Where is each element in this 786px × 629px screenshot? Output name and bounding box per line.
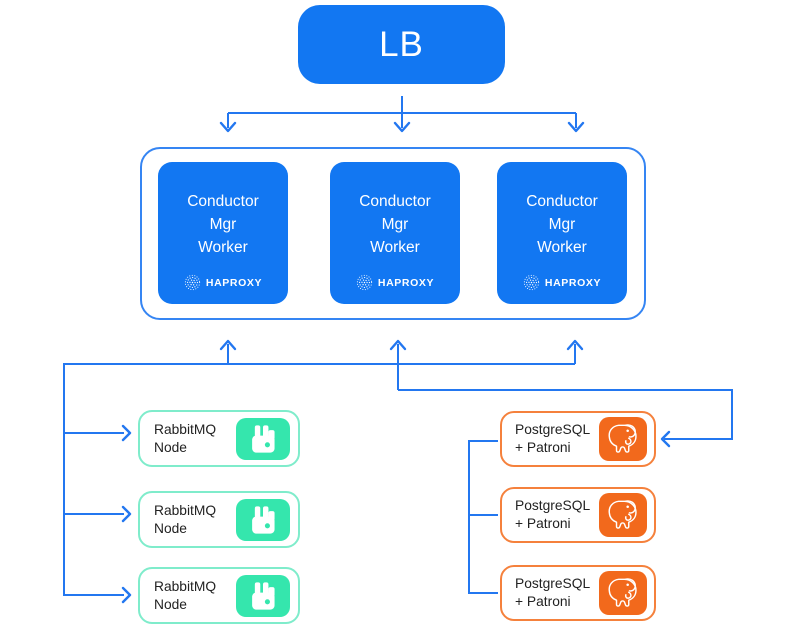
conductor-label-line: Conductor (187, 193, 259, 210)
lb-fanout-arrows (219, 96, 585, 133)
haproxy-logo: HAPROXY (523, 274, 601, 291)
rabbitmq-node-2: RabbitMQ Node (138, 491, 300, 548)
haproxy-dot-sphere-icon (184, 274, 201, 291)
postgresql-icon (599, 571, 647, 615)
conductor-node-1: Conductor Mgr Worker HAPROXY (158, 162, 288, 304)
postgres-node-2: PostgreSQL + Patroni (500, 487, 656, 543)
haproxy-logo: HAPROXY (184, 274, 262, 291)
postgres-node-1: PostgreSQL + Patroni (500, 411, 656, 467)
conductor-label-line: Mgr (209, 216, 237, 233)
haproxy-label: HAPROXY (544, 276, 602, 289)
rabbitmq-node-3: RabbitMQ Node (138, 567, 300, 624)
rabbitmq-node-label: RabbitMQ Node (154, 502, 217, 536)
rabbitmq-node-label: RabbitMQ Node (154, 578, 217, 612)
conductor-label-line: Worker (370, 239, 420, 256)
conductor-label-line: Worker (537, 239, 587, 256)
rabbitmq-node-1: RabbitMQ Node (138, 410, 300, 467)
conductor-label-line: Conductor (526, 193, 598, 210)
rabbitmq-icon (236, 417, 290, 460)
postgres-node-label: PostgreSQL + Patroni (515, 422, 591, 455)
haproxy-dot-sphere-icon (523, 274, 540, 291)
lb-box: LB (298, 5, 505, 84)
rabbitmq-node-label: RabbitMQ Node (154, 421, 217, 455)
postgres-node-label: PostgreSQL + Patroni (515, 576, 591, 609)
haproxy-label: HAPROXY (377, 276, 435, 289)
conductor-label-line: Mgr (548, 216, 576, 233)
haproxy-label: HAPROXY (205, 276, 263, 289)
conductor-label-line: Worker (198, 239, 248, 256)
postgres-bracket-lines (468, 440, 498, 594)
postgresql-icon (599, 493, 647, 537)
postgresql-icon (599, 417, 647, 461)
lb-label: LB (379, 24, 424, 64)
rabbitmq-icon (236, 574, 290, 617)
conductor-node-2: Conductor Mgr Worker HAPROXY (330, 162, 460, 304)
backends-to-cluster-arrows (63, 339, 584, 596)
haproxy-logo: HAPROXY (356, 274, 434, 291)
conductor-label-line: Mgr (381, 216, 409, 233)
rabbitmq-branch-arrows (64, 424, 132, 604)
rabbitmq-icon (236, 498, 290, 541)
haproxy-dot-sphere-icon (356, 274, 373, 291)
postgres-node-label: PostgreSQL + Patroni (515, 498, 591, 531)
postgres-node-3: PostgreSQL + Patroni (500, 565, 656, 621)
conductor-label-line: Conductor (359, 193, 431, 210)
conductor-node-3: Conductor Mgr Worker HAPROXY (497, 162, 627, 304)
postgres-loop-arrow (398, 389, 733, 448)
